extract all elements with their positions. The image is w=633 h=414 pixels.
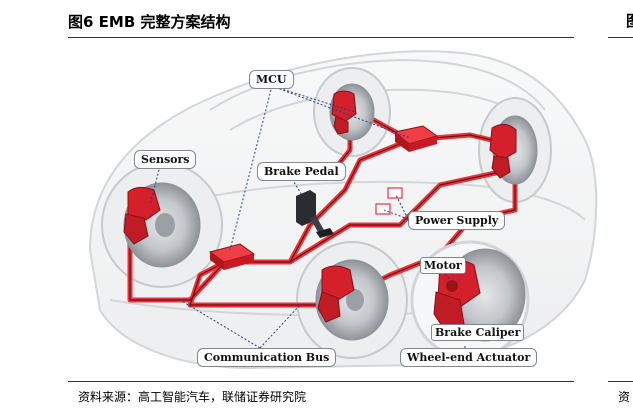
power-supply-label: Power Supply bbox=[408, 211, 506, 230]
brake-pedal-label: Brake Pedal bbox=[257, 162, 346, 181]
bottom-rule-right bbox=[608, 381, 633, 382]
brake-pedal-graphic bbox=[296, 190, 334, 238]
top-rule-right bbox=[608, 37, 633, 38]
mcu-unit-front bbox=[208, 243, 256, 270]
mcu-label: MCU bbox=[249, 70, 294, 89]
brake-caliper-label: Brake Caliper bbox=[431, 324, 525, 341]
bottom-rule bbox=[68, 381, 574, 382]
top-rule bbox=[68, 37, 574, 38]
wheel-rear-right bbox=[489, 115, 538, 185]
figure-title: 图6 EMB 完整方案结构 bbox=[68, 13, 231, 31]
wheel-end-actuator-label: Wheel-end Actuator bbox=[400, 348, 538, 367]
wheel-front-left bbox=[123, 182, 201, 268]
next-figure-title-fragment: 图 bbox=[626, 10, 633, 28]
mcu-unit-rear bbox=[393, 125, 439, 152]
motor-label: Motor bbox=[420, 257, 466, 274]
wheel-rear-left bbox=[329, 83, 375, 141]
wheel-front-right bbox=[315, 259, 389, 341]
source-note: 资料来源：高工智能汽车，联储证券研究院 bbox=[78, 390, 307, 404]
label-connectors bbox=[149, 85, 466, 349]
communication-bus-label: Communication Bus bbox=[197, 348, 337, 367]
sensors-label: Sensors bbox=[134, 150, 197, 169]
power-supply-icons bbox=[375, 187, 403, 215]
next-source-fragment: 资 bbox=[618, 390, 631, 404]
